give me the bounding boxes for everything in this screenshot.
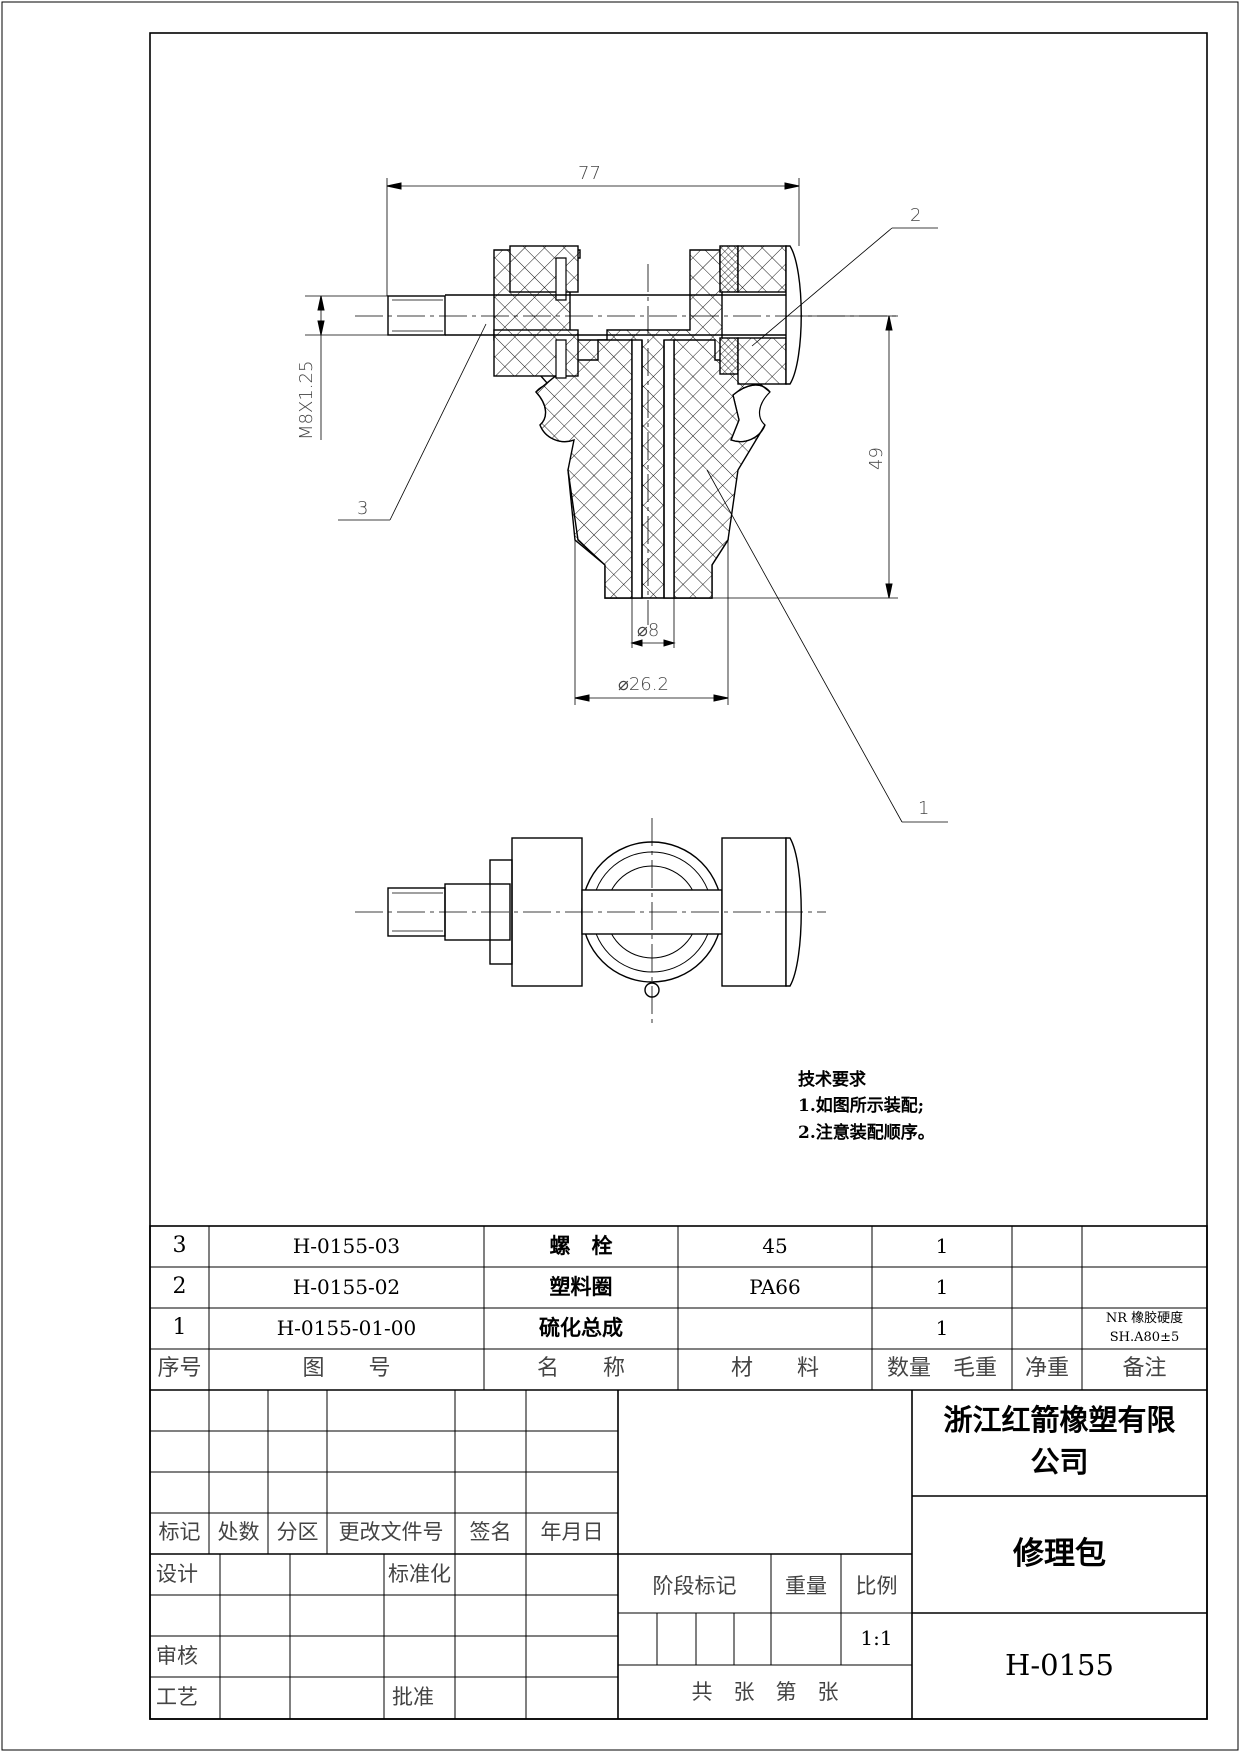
bom-row1-drawing-no: H-0155-01-00	[276, 1316, 417, 1340]
plastic-ring-top	[719, 245, 739, 293]
bom-row3-drawing-no: H-0155-03	[292, 1234, 401, 1258]
balloon-2: 2	[910, 205, 922, 226]
bom-row1-note-line1: NR 橡胶硬度	[1105, 1311, 1184, 1326]
dim-bore: ⌀8	[637, 620, 660, 641]
bom-row1-note-line2: SH.A80±5	[1109, 1330, 1180, 1345]
role-process: 工艺	[156, 1685, 198, 1709]
rev-header-count: 处数	[217, 1520, 260, 1544]
rubber-body-right	[673, 339, 771, 599]
bom-row2-no: 2	[172, 1274, 187, 1299]
bom-header-material: 材 料	[730, 1356, 819, 1381]
company-name-line1: 浙江红箭橡塑有限	[943, 1403, 1176, 1437]
bom-header-no: 序号	[157, 1356, 202, 1381]
scale-label: 比例	[855, 1574, 898, 1598]
bom-header-note: 备注	[1122, 1356, 1167, 1381]
section-view	[305, 178, 948, 823]
bom-header-net: 净重	[1024, 1356, 1069, 1381]
bom-row1-no: 1	[172, 1315, 187, 1340]
rev-header-zone: 分区	[276, 1520, 319, 1544]
rev-header-sign: 签名	[469, 1520, 512, 1544]
bom-row2-drawing-no: H-0155-02	[292, 1275, 401, 1299]
stage-mark-label: 阶段标记	[652, 1574, 737, 1598]
leader-3	[389, 323, 487, 521]
bolt-head	[785, 245, 802, 385]
scale-value: 1:1	[860, 1626, 893, 1650]
bom-row2-name: 塑料圈	[549, 1274, 613, 1299]
bom-row1-qty: 1	[935, 1316, 949, 1340]
washer-left	[509, 245, 579, 293]
weight-label: 重量	[785, 1574, 827, 1598]
role-standardize: 标准化	[388, 1562, 451, 1586]
dim-49: 49	[866, 447, 887, 470]
bom-row3-name: 螺 栓	[549, 1233, 613, 1258]
title-block-grid	[149, 1225, 1208, 1720]
inner-sleeve-right	[663, 339, 675, 599]
bom-header-drawing-no: 图 号	[302, 1356, 391, 1381]
bom-row2-qty: 1	[935, 1275, 949, 1299]
rev-header-doc: 更改文件号	[338, 1520, 444, 1544]
dim-outer: ⌀26.2	[618, 674, 669, 695]
dim-77: 77	[578, 163, 601, 184]
bom-row2-material: PA66	[749, 1275, 801, 1299]
balloon-1: 1	[918, 798, 930, 819]
tech-req-title: 技术要求	[798, 1070, 866, 1090]
bom-row3-qty: 1	[935, 1234, 949, 1258]
tech-req-item-2: 2.注意装配顺序。	[798, 1123, 935, 1143]
top-view	[355, 818, 826, 1025]
bom-header-name: 名 称	[536, 1356, 625, 1381]
part-name: 修理包	[1013, 1536, 1106, 1572]
dim-thread: M8X1.25	[296, 360, 317, 440]
bolt-thread	[387, 295, 446, 336]
bolt-shank	[445, 294, 786, 336]
rubber-body-left	[534, 339, 633, 599]
spacer-slot	[555, 257, 567, 379]
leader-2	[751, 227, 893, 347]
washer-right	[737, 245, 787, 293]
role-approve: 批准	[392, 1685, 434, 1709]
company-name-line2: 公司	[1030, 1445, 1089, 1479]
washer-right-lower	[737, 337, 787, 385]
rev-header-date: 年月日	[540, 1520, 604, 1544]
rev-header-mark: 标记	[158, 1520, 201, 1544]
role-review: 审核	[156, 1644, 198, 1668]
drawing-number: H-0155	[1005, 1648, 1114, 1682]
inner-sleeve-left	[631, 339, 643, 599]
bom-row3-no: 3	[172, 1233, 187, 1258]
plastic-ring-bottom	[719, 337, 739, 375]
tech-req-item-1: 1.如图所示装配;	[798, 1096, 925, 1116]
role-design: 设计	[156, 1562, 198, 1586]
sheets-label: 共 张 第 张	[691, 1680, 839, 1704]
bom-header-qty-weight: 数量 毛重	[886, 1356, 997, 1381]
bom-row1-name: 硫化总成	[539, 1315, 623, 1340]
balloon-3: 3	[357, 498, 369, 519]
bom-row3-material: 45	[762, 1234, 788, 1258]
leader-1	[706, 469, 903, 823]
